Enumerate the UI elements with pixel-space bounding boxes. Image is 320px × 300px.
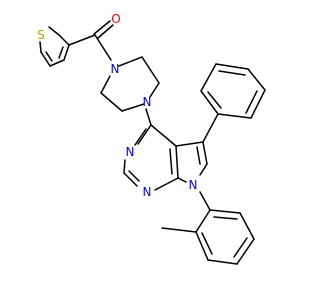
bond xyxy=(247,68,266,91)
bond xyxy=(150,124,177,147)
bond xyxy=(39,41,42,53)
bond xyxy=(128,170,140,182)
bond xyxy=(195,209,211,233)
bond xyxy=(200,63,217,92)
bond-layer xyxy=(39,20,266,265)
bond xyxy=(177,177,187,183)
bond xyxy=(245,90,258,114)
bond xyxy=(149,82,160,98)
bond xyxy=(58,46,64,59)
atom-label-s: S xyxy=(37,28,45,42)
bond xyxy=(137,124,152,145)
bond xyxy=(209,209,241,214)
bond xyxy=(58,34,70,46)
atom-nitrogen-piperazine-top: N xyxy=(111,62,120,76)
bond xyxy=(250,89,266,119)
bond xyxy=(196,146,201,165)
bond xyxy=(145,108,152,126)
bond xyxy=(213,216,238,220)
bond xyxy=(175,141,204,147)
bond xyxy=(100,92,123,112)
atom-label-n: N xyxy=(111,62,120,76)
atom-label-n: N xyxy=(143,185,152,199)
bond xyxy=(100,75,111,94)
bond xyxy=(218,70,246,76)
bond xyxy=(199,163,208,176)
bond xyxy=(141,56,160,84)
bond xyxy=(215,63,249,70)
bond xyxy=(134,128,147,146)
bond xyxy=(40,51,51,67)
bond xyxy=(236,238,255,265)
bond xyxy=(68,34,96,46)
bond xyxy=(121,103,145,112)
bond xyxy=(123,159,126,174)
bond xyxy=(154,177,179,191)
bond xyxy=(201,232,213,255)
bond xyxy=(239,212,255,240)
atom-nitrogen-piperazine-bottom: N xyxy=(143,95,152,109)
bond xyxy=(207,91,222,109)
bond xyxy=(217,113,252,119)
bond xyxy=(94,34,112,61)
bond xyxy=(233,237,248,258)
bond xyxy=(49,59,65,67)
bond xyxy=(161,227,197,233)
molecule-canvas: O S N N N N N xyxy=(37,12,266,265)
atom-label-n: N xyxy=(189,178,198,192)
atom-sulfur: S xyxy=(37,28,45,42)
bond xyxy=(202,113,219,143)
atom-nitrogen-pyrimidine-1: N xyxy=(143,185,152,199)
bond xyxy=(202,141,208,165)
bond xyxy=(118,56,143,67)
bond xyxy=(93,20,111,35)
atom-label-layer: O S N N N N N xyxy=(37,12,197,199)
bond xyxy=(199,191,211,211)
bond xyxy=(123,172,138,187)
atom-nitrogen-pyrimidine-3: N xyxy=(126,145,135,159)
atom-oxygen: O xyxy=(111,12,120,26)
bond xyxy=(207,259,238,265)
bond xyxy=(195,231,209,261)
atom-label-o: O xyxy=(111,12,120,26)
atom-nitrogen-pyrrole: N xyxy=(189,178,198,192)
bond xyxy=(175,145,179,179)
structure-diagram: O S N N N N N xyxy=(37,12,266,265)
bond xyxy=(97,24,114,39)
bond xyxy=(200,90,219,115)
bond xyxy=(63,44,70,61)
bond xyxy=(169,148,173,175)
bond xyxy=(48,26,60,36)
atom-label-n: N xyxy=(143,95,152,109)
atom-label-n: N xyxy=(126,145,135,159)
bond xyxy=(45,51,53,62)
